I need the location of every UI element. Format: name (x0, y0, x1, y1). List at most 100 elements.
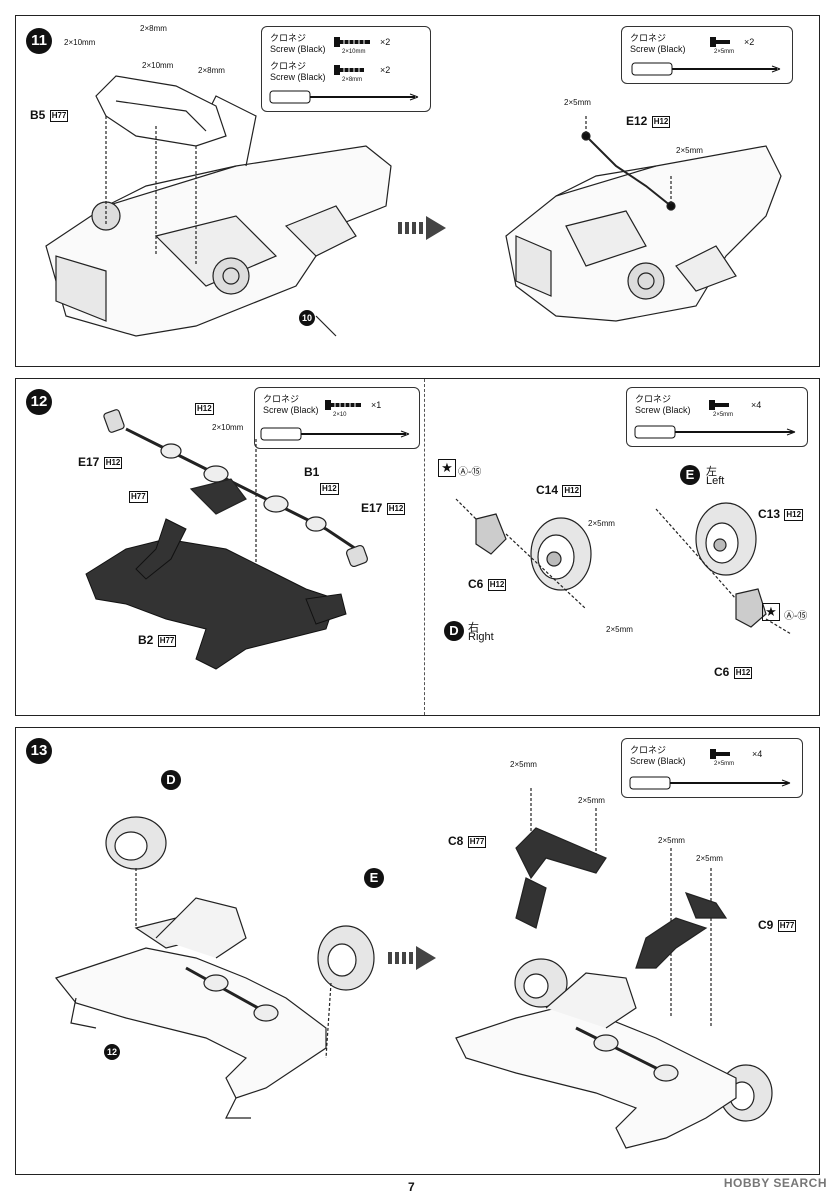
step-12-left-drawing (85, 409, 369, 670)
label-2x5-a: 2×5mm (564, 98, 591, 107)
part-c6-b: C6 H12 (714, 665, 753, 679)
part-c8: C8 H77 (448, 834, 487, 848)
part-b5-label: B5 H77 (30, 108, 69, 122)
d-label-jp: 右 (468, 622, 479, 634)
paint-star-icon: ★ (762, 603, 780, 621)
part-h77: H77 (129, 490, 148, 503)
part-c9: C9 H77 (758, 918, 797, 932)
screw-label-jp: クロネジ (630, 745, 667, 755)
screw-label-jp: クロネジ (270, 33, 307, 43)
page-number: 7 (408, 1180, 415, 1194)
screw-box-11-left: クロネジ Screw (Black) 2×10mm ×2 クロネジ Screw … (261, 26, 431, 112)
screw-box-12-left: クロネジ Screw (Black) 2×10 ×1 (254, 387, 420, 449)
screw-box-11-right: クロネジ Screw (Black) 2×5mm ×2 (621, 26, 793, 84)
screw-icon (710, 749, 730, 759)
screw-qty-1: ×2 (380, 37, 391, 47)
screw-qty: ×4 (751, 400, 762, 410)
screwdriver-icon (260, 427, 410, 441)
screwdriver-icon (634, 425, 796, 439)
ref-a15-right: Ⓐ-⑮ (784, 611, 808, 622)
screw-label-jp: クロネジ (263, 394, 300, 404)
part-b1: B1 (304, 465, 320, 479)
screw-size: 2×10 (333, 412, 347, 418)
e-label-en: Left (706, 475, 725, 487)
watermark-text: HOBBY SEARCH (723, 1176, 827, 1190)
label-2x8-b: 2×8mm (198, 66, 225, 75)
screw-size: 2×5mm (714, 49, 735, 55)
step-arrow-icon (398, 216, 446, 240)
d-label-en: Right (468, 631, 494, 643)
screw-qty: ×1 (371, 400, 382, 410)
screw-label-en-2: Screw (Black) (270, 72, 326, 82)
screwdriver-icon (629, 776, 791, 790)
screw-label-en: Screw (Black) (270, 44, 326, 54)
screw-icon (710, 37, 730, 47)
ref-a15-left: Ⓐ-⑮ (458, 467, 482, 478)
screw-box-13: クロネジ Screw (Black) 2×5mm ×4 (621, 738, 803, 798)
screwdriver-icon (269, 90, 419, 104)
e-label-jp: 左 (706, 466, 717, 478)
screw-label-jp: クロネジ (630, 33, 667, 43)
part-c6-a: C6 H12 (468, 577, 507, 591)
step-13-left-drawing (54, 816, 375, 1119)
label-2x5-a: 2×5mm (510, 760, 537, 769)
panel-divider (424, 379, 425, 715)
ref-12-marker: 12 (104, 1044, 120, 1060)
paint-star-icon: ★ (438, 459, 456, 477)
label-2x5-d: 2×5mm (696, 854, 723, 863)
label-2x10-b: 2×10mm (142, 61, 174, 70)
part-e17-b: E17 H12 (361, 501, 406, 515)
screw-qty-2: ×2 (380, 65, 391, 75)
step-11-left-drawing (45, 75, 392, 337)
step-13-right-drawing (455, 788, 773, 1149)
screw-icon (334, 65, 364, 75)
ref-10-marker: 10 (299, 310, 315, 326)
screw-label-jp: クロネジ (635, 394, 672, 404)
part-b2: B2 H77 (138, 633, 177, 647)
screw-icon (334, 37, 370, 47)
part-h12-a: H12 (195, 402, 214, 415)
part-c14: C14 H12 (536, 483, 582, 497)
label-2x5-c: 2×5mm (658, 836, 685, 845)
label-2x5-b: 2×5mm (606, 625, 633, 634)
screw-label-en: Screw (Black) (630, 44, 686, 54)
screw-icon (709, 400, 729, 410)
part-c13: C13 H12 (758, 507, 804, 521)
label-2x5-b: 2×5mm (578, 796, 605, 805)
step-arrow-icon (388, 946, 436, 970)
screw-label-jp-2: クロネジ (270, 61, 307, 71)
e-marker: E (364, 868, 384, 888)
step-11-panel: 11 クロネジ Screw (Black) 2×10mm ×2 クロネジ Scr… (15, 15, 820, 367)
screw-qty: ×2 (744, 37, 755, 47)
screw-label-en: Screw (Black) (263, 405, 319, 415)
screw-size: 2×5mm (714, 761, 735, 767)
screw-size-2: 2×8mm (342, 77, 363, 83)
step-11-number: 11 (26, 28, 52, 54)
d-marker: D (161, 770, 181, 790)
step-12-number: 12 (26, 389, 52, 415)
screw-box-12-right: クロネジ Screw (Black) 2×5mm ×4 (626, 387, 808, 447)
watermark-logo: HOBBY SEARCH (724, 1176, 827, 1190)
label-2x10-a: 2×10mm (64, 38, 96, 47)
part-e12-label: E12 H12 (626, 114, 671, 128)
screw-icon (325, 400, 361, 410)
screwdriver-icon (631, 62, 781, 76)
d-marker: D (444, 621, 464, 641)
screw-qty: ×4 (752, 749, 763, 759)
e-marker: E (680, 465, 700, 485)
label-2x10: 2×10mm (212, 423, 244, 432)
step-13-panel: 13 クロネジ Screw (Black) 2×5mm ×4 (15, 727, 820, 1175)
step-12-right-drawing (455, 498, 792, 635)
label-2x8-a: 2×8mm (140, 24, 167, 33)
screw-size-1: 2×10mm (342, 49, 366, 55)
part-e17-a: E17 H12 (78, 455, 123, 469)
part-h12-b: H12 (320, 482, 339, 495)
screw-label-en: Screw (Black) (630, 756, 686, 766)
step-11-right-drawing (505, 116, 782, 322)
step-13-number: 13 (26, 738, 52, 764)
label-2x5-a: 2×5mm (588, 519, 615, 528)
screw-size: 2×5mm (713, 412, 734, 418)
label-2x5-b: 2×5mm (676, 146, 703, 155)
screw-label-en: Screw (Black) (635, 405, 691, 415)
step-12-panel: 12 クロネジ Screw (Black) 2×10 ×1 (15, 378, 820, 716)
